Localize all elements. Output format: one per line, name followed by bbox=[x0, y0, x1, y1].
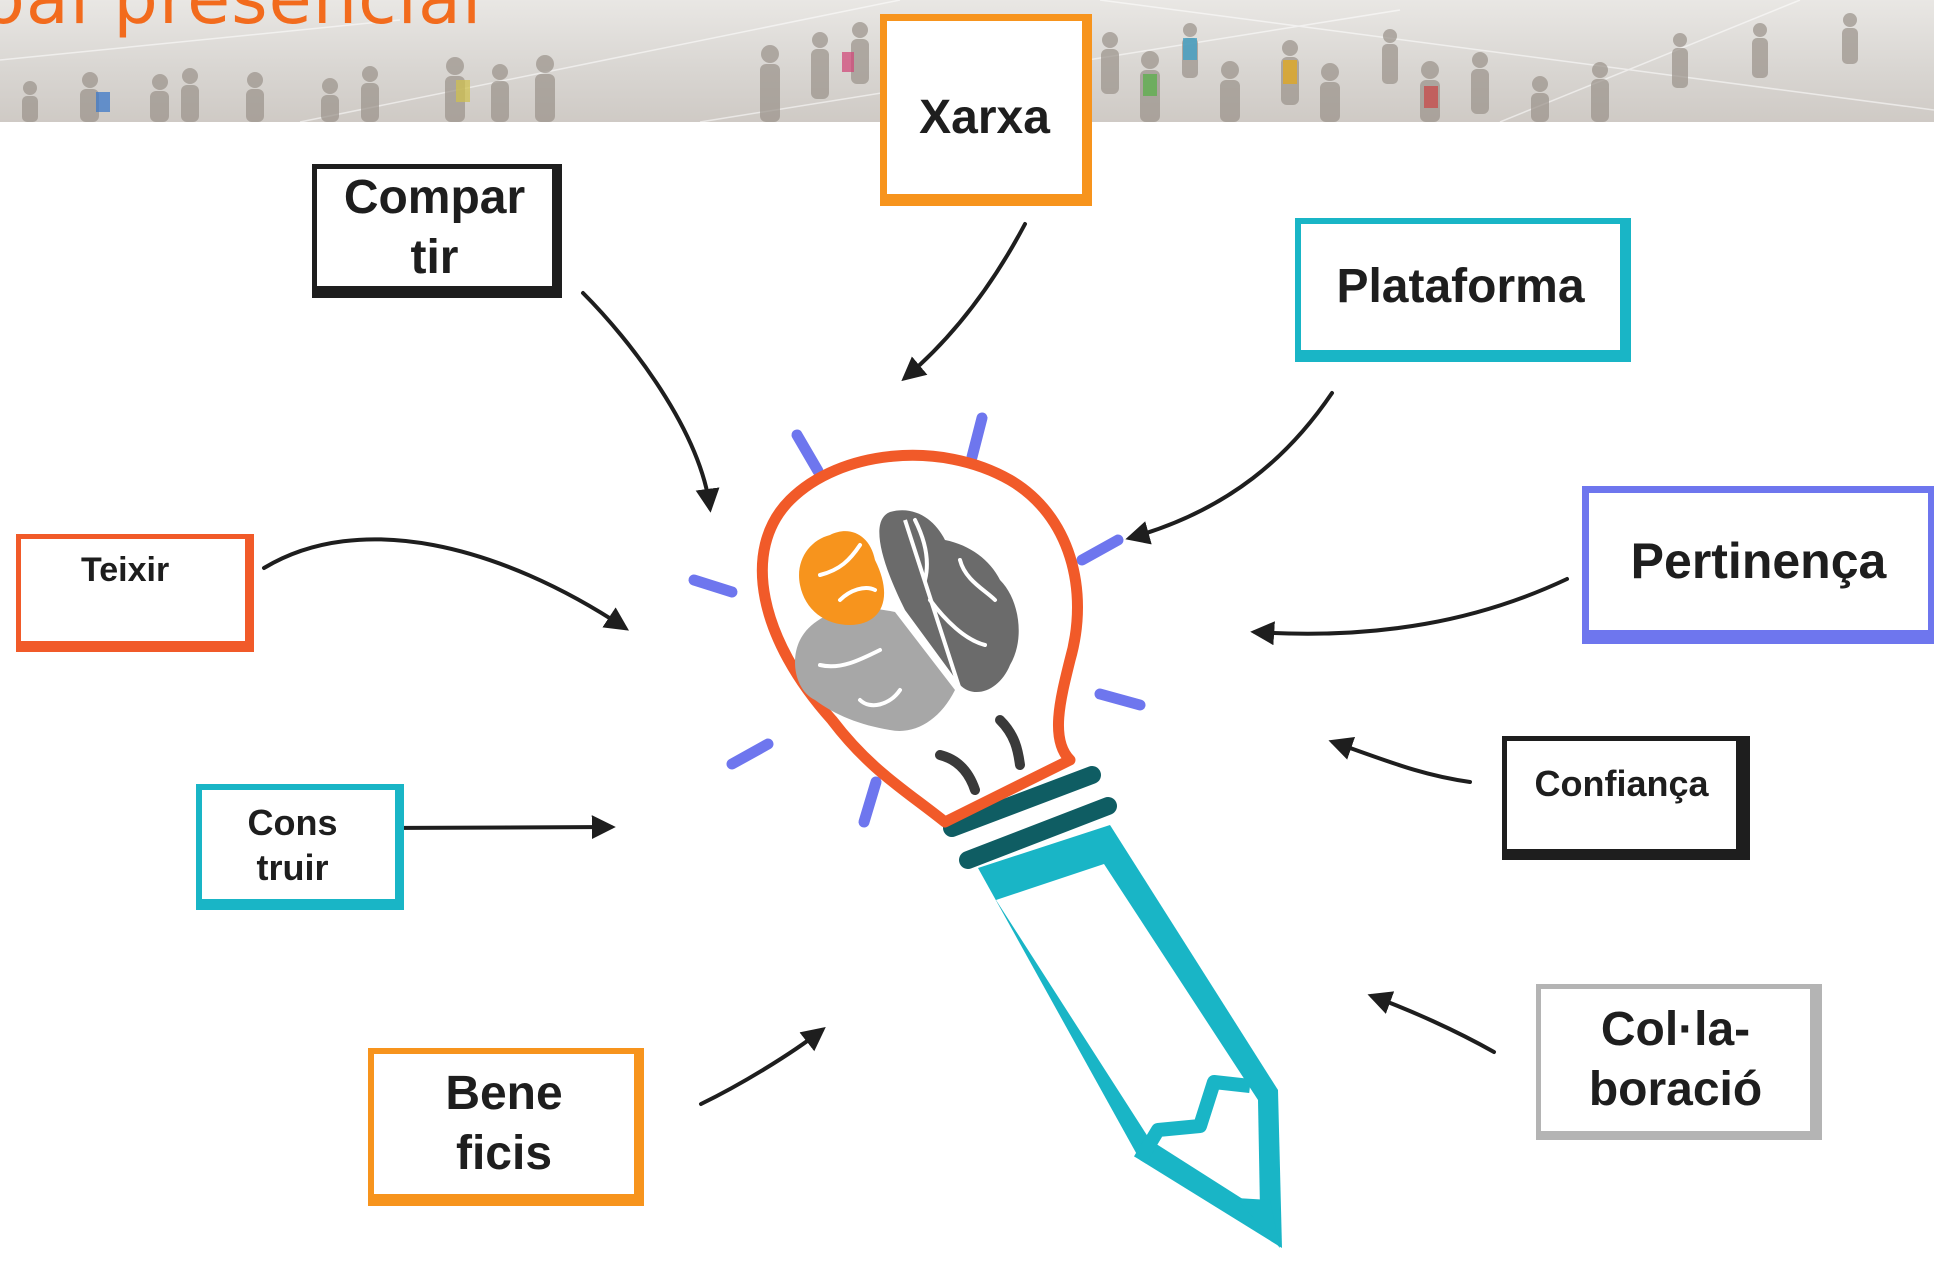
light-rays bbox=[688, 412, 1146, 828]
arrow-icon bbox=[262, 222, 1569, 1106]
concept-teixir: Teixir bbox=[16, 534, 254, 652]
concept-compartir-label: Compar tir bbox=[343, 170, 526, 284]
concept-xarxa-label: Xarxa bbox=[919, 90, 1050, 144]
concept-teixir-label: Teixir bbox=[81, 551, 170, 589]
concept-confianca-label: Confiança bbox=[1534, 763, 1709, 804]
concept-construir: Cons truir bbox=[196, 784, 404, 910]
concept-collaboracio: Col·la- boració bbox=[1536, 984, 1822, 1140]
concept-construir-label: Cons truir bbox=[247, 801, 338, 888]
concept-compartir: Compar tir bbox=[312, 164, 562, 298]
concept-pertinenca: Pertinença bbox=[1582, 486, 1934, 644]
concept-confianca: Confiança bbox=[1502, 736, 1750, 860]
concept-pertinenca-label: Pertinença bbox=[1630, 533, 1887, 590]
pencil-icon bbox=[978, 825, 1282, 1248]
brain-icon bbox=[795, 510, 1025, 795]
concept-beneficis-label: Bene ficis bbox=[445, 1067, 563, 1180]
concept-collaboracio-label: Col·la- boració bbox=[1588, 1003, 1763, 1116]
bulb-base-icon bbox=[943, 766, 1117, 869]
concept-beneficis: Bene ficis bbox=[368, 1048, 644, 1206]
concept-plataforma: Plataforma bbox=[1295, 218, 1631, 362]
concept-xarxa: Xarxa bbox=[880, 14, 1092, 206]
page-title: oal presencial bbox=[0, 0, 482, 40]
concept-plataforma-label: Plataforma bbox=[1336, 260, 1585, 313]
